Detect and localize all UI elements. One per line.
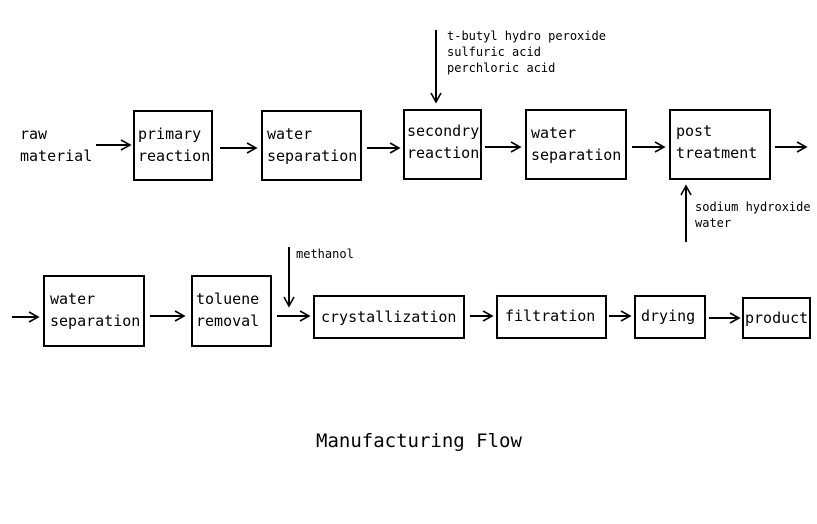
- svg-text:raw: raw: [20, 125, 48, 143]
- svg-text:drying: drying: [641, 307, 695, 325]
- step-crystallization: crystallization: [313, 295, 465, 339]
- step-toluene-removal: toluene removal: [191, 275, 272, 347]
- svg-text:separation: separation: [50, 312, 140, 330]
- svg-text:perchloric acid: perchloric acid: [447, 61, 555, 75]
- svg-text:secondry: secondry: [407, 122, 479, 140]
- svg-text:treatment: treatment: [676, 144, 757, 162]
- step-water-separation-3: water separation: [43, 275, 145, 347]
- svg-text:separation: separation: [267, 147, 357, 165]
- step-secondary-reaction: secondry reaction: [403, 109, 482, 180]
- svg-text:product: product: [745, 309, 808, 327]
- svg-text:filtration: filtration: [505, 307, 595, 325]
- svg-text:t-butyl hydro peroxide: t-butyl hydro peroxide: [447, 29, 606, 43]
- svg-text:material: material: [20, 147, 92, 165]
- svg-text:reaction: reaction: [138, 147, 210, 165]
- svg-text:post: post: [676, 122, 712, 140]
- svg-text:sulfuric acid: sulfuric acid: [447, 45, 541, 59]
- oxidant-inputs-label: t-butyl hydro peroxide sulfuric acid per…: [447, 29, 606, 75]
- svg-text:separation: separation: [531, 146, 621, 164]
- step-water-separation-2: water separation: [525, 109, 627, 180]
- step-post-treatment: post treatment: [669, 109, 771, 180]
- svg-text:water: water: [267, 125, 312, 143]
- step-water-separation-1: water separation: [261, 110, 362, 181]
- neutralizer-inputs-label: sodium hydroxide water: [695, 200, 811, 230]
- svg-text:primary: primary: [138, 125, 201, 143]
- svg-text:removal: removal: [196, 312, 259, 330]
- step-product: product: [742, 297, 811, 339]
- svg-text:water: water: [531, 124, 576, 142]
- svg-text:toluene: toluene: [196, 290, 259, 308]
- svg-text:water: water: [50, 290, 95, 308]
- svg-text:crystallization: crystallization: [321, 308, 456, 326]
- methanol-label: methanol: [296, 247, 354, 261]
- step-drying: drying: [634, 295, 706, 339]
- step-primary-reaction: primary reaction: [133, 110, 213, 181]
- raw-material-label: raw material: [20, 125, 92, 165]
- svg-text:sodium hydroxide: sodium hydroxide: [695, 200, 811, 214]
- diagram-caption: Manufacturing Flow: [316, 430, 522, 452]
- step-filtration: filtration: [496, 295, 607, 339]
- svg-text:reaction: reaction: [407, 144, 479, 162]
- svg-text:water: water: [695, 216, 731, 230]
